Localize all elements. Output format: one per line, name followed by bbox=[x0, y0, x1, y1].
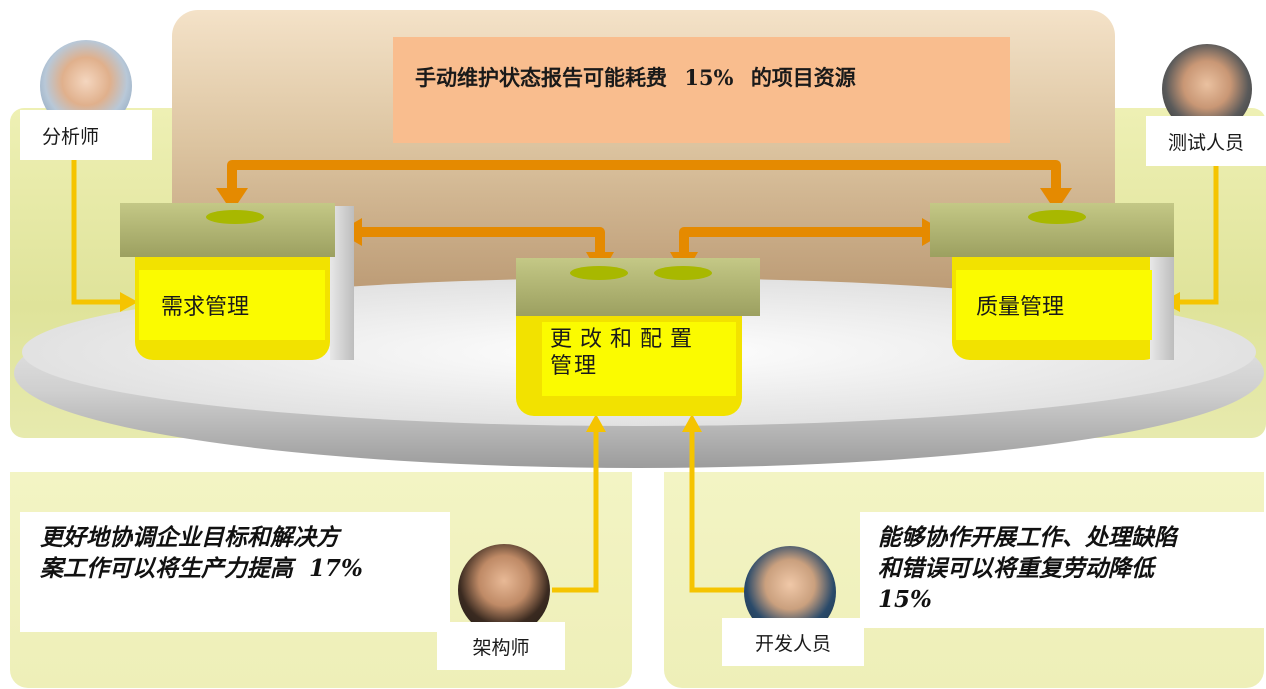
headline-box bbox=[393, 37, 1010, 143]
change-config-module-top bbox=[516, 258, 760, 316]
headline-suffix: 的项目资源 bbox=[750, 65, 856, 90]
right-callout: 能够协作开展工作、处理缺陷 和错误可以将重复劳动降低 15% bbox=[878, 522, 1262, 615]
right-callout-line2: 和错误可以将重复劳动降低 bbox=[878, 555, 1154, 582]
change-config-label: 更改和配置 管理 bbox=[542, 322, 736, 396]
requirements-label: 需求管理 bbox=[139, 270, 325, 340]
architect-avatar bbox=[458, 544, 550, 636]
architect-arrow bbox=[552, 432, 599, 593]
tester-arrow bbox=[1178, 164, 1219, 305]
analyst-arrow bbox=[71, 160, 122, 305]
quality-label: 质量管理 bbox=[956, 270, 1152, 340]
developer-tag: 开发人员 bbox=[722, 618, 864, 666]
left-callout-line2: 案工作可以将生产力提高 17% bbox=[40, 553, 450, 584]
left-callout-line2-text: 案工作可以将生产力提高 bbox=[40, 555, 293, 582]
change-config-label-line2: 管理 bbox=[550, 354, 599, 379]
architect-arrow-head bbox=[586, 414, 606, 432]
tester-tag: 测试人员 bbox=[1146, 116, 1266, 166]
top-arrow-left-head bbox=[216, 188, 248, 212]
left-callout-box bbox=[20, 512, 450, 632]
left-callout: 更好地协调企业目标和解决方 案工作可以将生产力提高 17% bbox=[40, 522, 450, 584]
quality-port bbox=[1028, 210, 1086, 224]
right-callout-value: 15% bbox=[878, 586, 932, 613]
top-arrow bbox=[227, 160, 1061, 190]
requirements-port bbox=[206, 210, 264, 224]
change-port-right bbox=[654, 266, 712, 280]
headline-highlight: 15% bbox=[684, 65, 734, 90]
architect-tag: 架构师 bbox=[437, 622, 565, 670]
analyst-tag: 分析师 bbox=[20, 110, 152, 160]
right-mid-arrow bbox=[679, 227, 922, 254]
left-mid-arrow bbox=[360, 227, 605, 254]
developer-arrow-head bbox=[682, 414, 702, 432]
top-arrow-right-head bbox=[1040, 188, 1072, 212]
analyst-arrow-head bbox=[120, 292, 138, 312]
headline-prefix: 手动维护状态报告可能耗费 bbox=[415, 65, 667, 90]
change-port-left bbox=[570, 266, 628, 280]
right-callout-line1: 能够协作开展工作、处理缺陷 bbox=[878, 524, 1177, 551]
left-callout-line1: 更好地协调企业目标和解决方 bbox=[40, 524, 339, 551]
headline: 手动维护状态报告可能耗费 15% 的项目资源 bbox=[393, 62, 1032, 112]
right-callout-box bbox=[860, 512, 1266, 628]
left-callout-value: 17% bbox=[309, 555, 363, 582]
developer-arrow bbox=[689, 432, 744, 593]
change-config-label-line1: 更改和配置 bbox=[550, 327, 701, 352]
